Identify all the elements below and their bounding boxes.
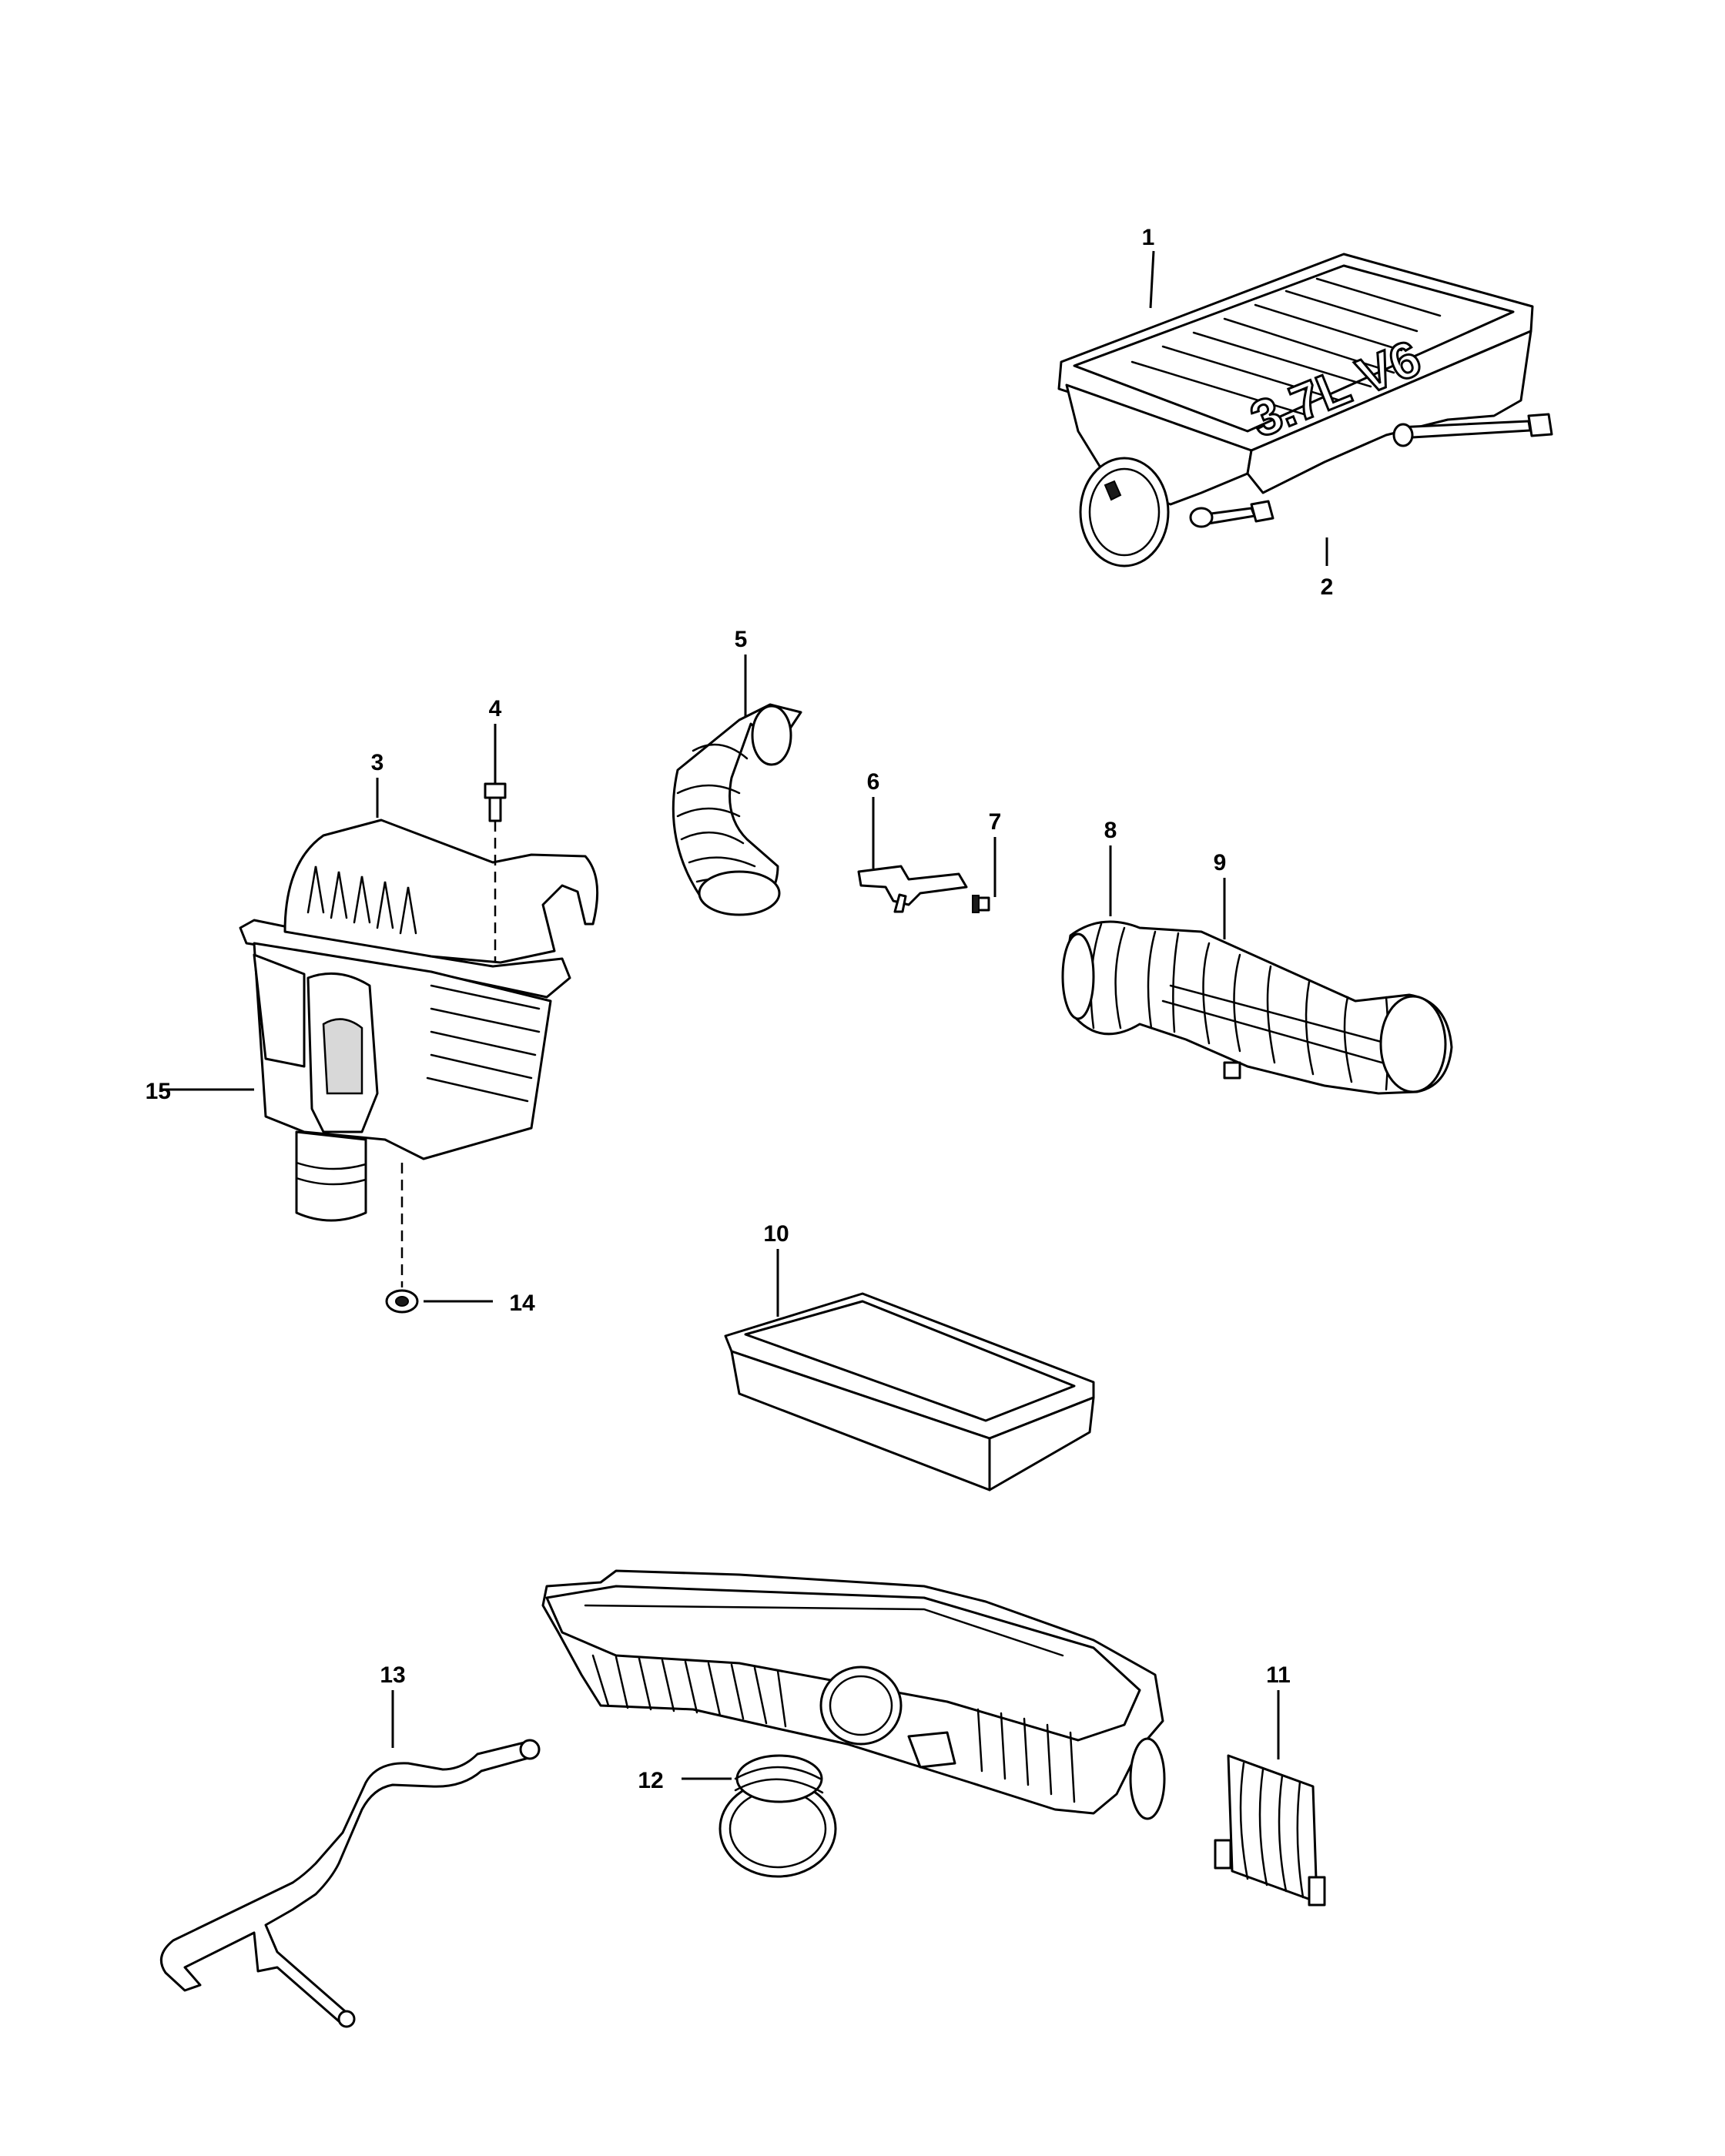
callout-14: 14 bbox=[509, 1291, 535, 1316]
callout-11: 11 bbox=[1266, 1662, 1291, 1688]
bolt-4-part bbox=[484, 782, 507, 822]
callout-7: 7 bbox=[989, 809, 1002, 835]
callout-9: 9 bbox=[1214, 850, 1227, 875]
callout-2: 2 bbox=[1321, 574, 1334, 600]
engine-cover-part: 3.7L V6 bbox=[1057, 253, 1553, 567]
callout-13: 13 bbox=[380, 1662, 405, 1688]
callout-3: 3 bbox=[371, 750, 384, 775]
callout-labels: 1 2 3 4 5 6 7 8 9 10 11 12 13 14 15 bbox=[146, 225, 1334, 1793]
air-cleaner-housing-part bbox=[239, 819, 599, 1222]
callout-8: 8 bbox=[1104, 818, 1117, 843]
callout-5: 5 bbox=[735, 627, 748, 652]
grommet-14-part bbox=[385, 1289, 419, 1314]
air-filter-10-part bbox=[724, 1292, 1095, 1491]
bracket-6-part bbox=[857, 865, 968, 913]
air-duct-lower-part bbox=[541, 1569, 1166, 1820]
callout-15: 15 bbox=[146, 1079, 171, 1104]
callout-12: 12 bbox=[638, 1768, 663, 1793]
coupler-12-part bbox=[718, 1754, 837, 1878]
callout-1: 1 bbox=[1142, 225, 1155, 250]
callout-10: 10 bbox=[763, 1221, 789, 1247]
bellows-11-part bbox=[1214, 1754, 1326, 1907]
vent-hose-13-part bbox=[159, 1739, 541, 2028]
intake-hose-5-part bbox=[672, 703, 802, 916]
intake-tube-9-part bbox=[1061, 920, 1453, 1095]
callout-6: 6 bbox=[867, 769, 880, 795]
clip-7-part bbox=[972, 895, 990, 913]
callout-4: 4 bbox=[489, 696, 502, 721]
